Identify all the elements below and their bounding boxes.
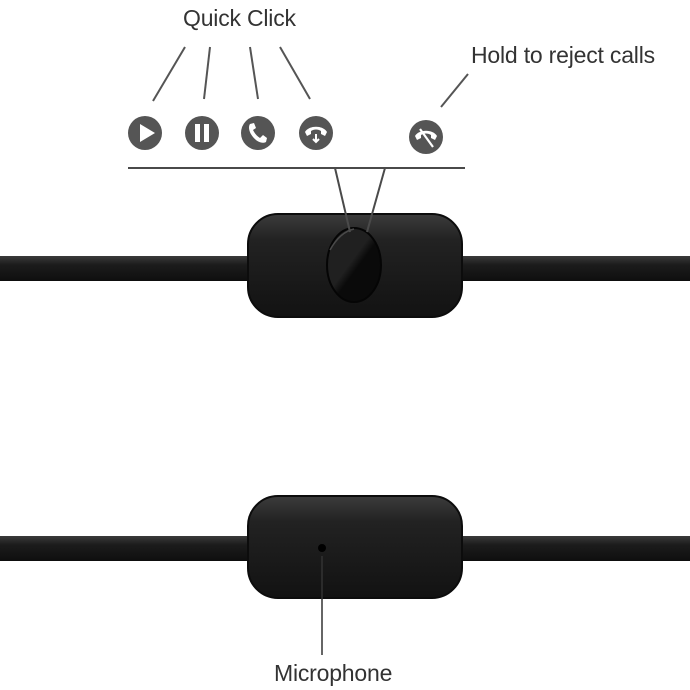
reject-call-icon (409, 120, 443, 154)
end-call-icon (299, 116, 333, 150)
pause-icon (185, 116, 219, 150)
remote-control-button[interactable] (326, 227, 382, 303)
microphone-hole (318, 544, 326, 552)
button-highlight (329, 228, 355, 251)
microphone-label: Microphone (274, 660, 393, 686)
remote-body-microphone (247, 495, 463, 599)
control-remote-assembly (0, 213, 690, 318)
cable-upper-right (455, 256, 690, 281)
microphone-remote-assembly (0, 495, 690, 599)
play-icon (128, 116, 162, 150)
cable-upper-left (0, 256, 255, 281)
hold-to-reject-label: Hold to reject calls (471, 42, 655, 68)
cable-lower-left (0, 536, 255, 561)
pointer-hold (366, 167, 386, 233)
hold-leader-line (440, 73, 469, 108)
quick-click-label: Quick Click (183, 5, 296, 31)
quick-click-leader-lines (152, 46, 311, 102)
cable-lower-right (455, 536, 690, 561)
pointer-quick-click (334, 167, 351, 233)
answer-call-icon (241, 116, 275, 150)
